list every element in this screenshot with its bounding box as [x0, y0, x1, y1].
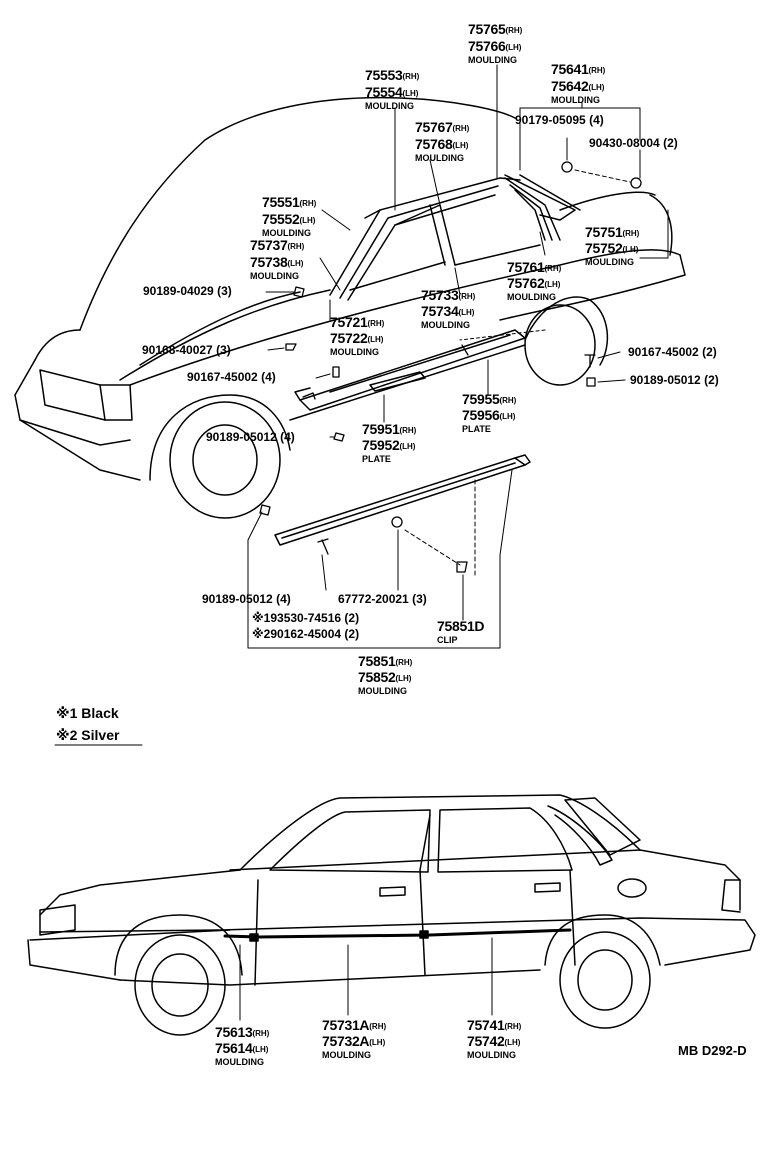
legend-black: ※1 Black	[56, 705, 119, 721]
label-90167-45002-4: 90167-45002 (4)	[187, 370, 276, 384]
label-75951: 75951(RH)	[362, 421, 417, 437]
label-90167-45002-2: 90167-45002 (2)	[628, 345, 717, 359]
label-75761: 75761(RH)	[507, 259, 562, 275]
upper-window-mouldings	[329, 174, 581, 301]
label-75767: 75767(RH)	[415, 119, 470, 135]
label-75731A: 75731A(RH)	[322, 1017, 387, 1033]
label-75766: 75766(LH)MOULDING	[468, 38, 522, 65]
label-75614: 75614(LH)MOULDING	[215, 1040, 269, 1067]
leader-lines	[247, 64, 669, 649]
label-90189-05012-2: 90189-05012 (2)	[630, 373, 719, 387]
label-90179-05095: 90179-05095 (4)	[515, 113, 604, 127]
label-75613: 75613(RH)	[215, 1024, 270, 1040]
note-290162-45004: ※290162-45004 (2)	[252, 627, 360, 641]
label-75733: 75733(RH)	[421, 287, 476, 303]
label-90189-05012-4a: 90189-05012 (4)	[206, 430, 295, 444]
label-75721: 75721(RH)	[330, 314, 385, 330]
note-193530-74516: ※193530-74516 (2)	[252, 611, 360, 625]
label-75738: 75738(LH)MOULDING	[250, 254, 304, 281]
rocker-plates	[294, 329, 526, 411]
lower-car-side	[27, 794, 756, 1036]
label-90430-08004: 90430-08004 (2)	[589, 136, 678, 150]
label-75741: 75741(RH)	[467, 1017, 522, 1033]
upper-car-body	[14, 96, 686, 519]
label-75732A: 75732A(LH)MOULDING	[322, 1033, 386, 1060]
legend-silver: ※2 Silver	[56, 727, 120, 743]
label-75956: 75956(LH)PLATE	[462, 407, 516, 434]
label-67772-20021: 67772-20021 (3)	[338, 592, 427, 606]
label-75734: 75734(LH)MOULDING	[421, 303, 475, 330]
lower-leader-lines	[239, 937, 493, 1021]
label-75952: 75952(LH)PLATE	[362, 437, 416, 464]
label-75742: 75742(LH)MOULDING	[467, 1033, 521, 1060]
label-75851: 75851(RH)	[358, 653, 413, 669]
moulding-75851	[274, 454, 531, 546]
label-75642: 75642(LH)MOULDING	[551, 78, 605, 105]
label-75762: 75762(LH)MOULDING	[507, 275, 561, 302]
label-75553: 75553(RH)	[365, 67, 420, 83]
label-75554: 75554(LH)MOULDING	[365, 84, 419, 111]
label-75641: 75641(RH)	[551, 61, 606, 77]
diagram-code: MB D292-D	[678, 1043, 747, 1058]
label-75955: 75955(RH)	[462, 391, 517, 407]
label-75768: 75768(LH)MOULDING	[415, 136, 469, 163]
label-75852: 75852(LH)MOULDING	[358, 669, 412, 696]
label-75722: 75722(LH)MOULDING	[330, 330, 384, 357]
label-75751: 75751(RH)	[585, 224, 640, 240]
fasteners	[259, 161, 642, 573]
label-90189-05012-4b: 90189-05012 (4)	[202, 592, 291, 606]
label-75551: 75551(RH)	[262, 194, 317, 210]
label-90189-04029: 90189-04029 (3)	[143, 284, 232, 298]
label-75737: 75737(RH)	[250, 237, 305, 253]
label-75552: 75552(LH)MOULDING	[262, 211, 316, 238]
label-75752: 75752(LH)MOULDING	[585, 240, 639, 267]
label-90168-40027: 90168-40027 (3)	[142, 343, 231, 357]
label-75765: 75765(RH)	[468, 21, 523, 37]
